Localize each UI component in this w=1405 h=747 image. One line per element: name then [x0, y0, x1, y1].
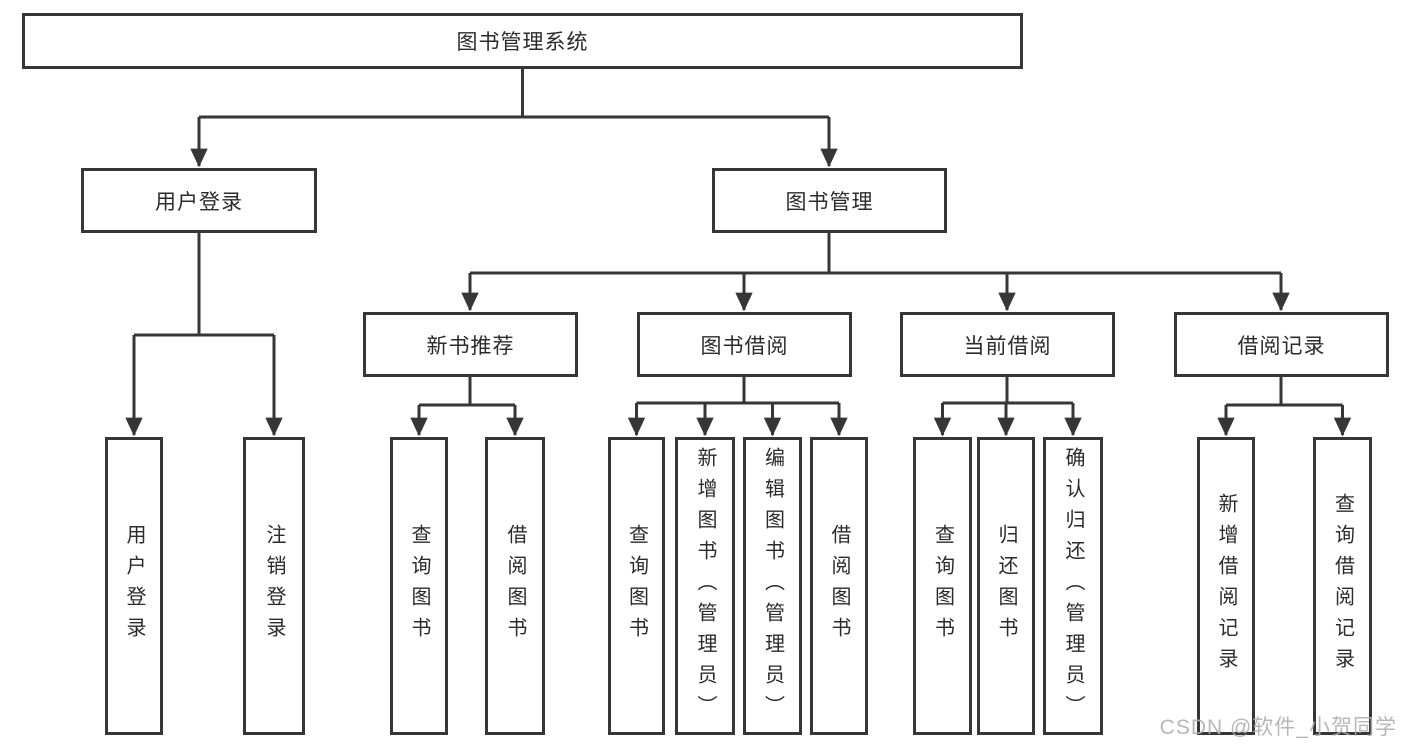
- leaf-query-books-current: 查询图书: [913, 437, 972, 735]
- leaf-add-books-admin: 新增图书（管理员）: [675, 437, 735, 735]
- leaf-query-books-borrowing: 查询图书: [608, 437, 665, 735]
- node-new-book-recommendation: 新书推荐: [363, 312, 578, 377]
- node-borrowing-records: 借阅记录: [1174, 312, 1389, 377]
- leaf-user-login: 用户登录: [105, 437, 163, 735]
- leaf-confirm-return-admin: 确认归还（管理员）: [1043, 437, 1103, 735]
- csdn-watermark: CSDN @软件_小贺同学: [1159, 716, 1397, 739]
- leaf-add-borrow-record: 新增借阅记录: [1197, 437, 1255, 735]
- leaf-borrow-books: 借阅图书: [810, 437, 868, 735]
- node-book-management: 图书管理: [712, 168, 947, 233]
- leaf-query-books-recommend: 查询图书: [390, 437, 448, 735]
- node-user-login: 用户登录: [81, 168, 317, 233]
- leaf-return-books: 归还图书: [977, 437, 1035, 735]
- node-book-borrowing: 图书借阅: [637, 312, 852, 377]
- leaf-borrow-books-recommend: 借阅图书: [485, 437, 545, 735]
- leaf-logout: 注销登录: [243, 437, 305, 735]
- leaf-edit-books-admin: 编辑图书（管理员）: [743, 437, 802, 735]
- node-library-management-system: 图书管理系统: [22, 13, 1023, 69]
- node-current-borrowing: 当前借阅: [900, 312, 1115, 377]
- leaf-query-borrow-record: 查询借阅记录: [1313, 437, 1372, 735]
